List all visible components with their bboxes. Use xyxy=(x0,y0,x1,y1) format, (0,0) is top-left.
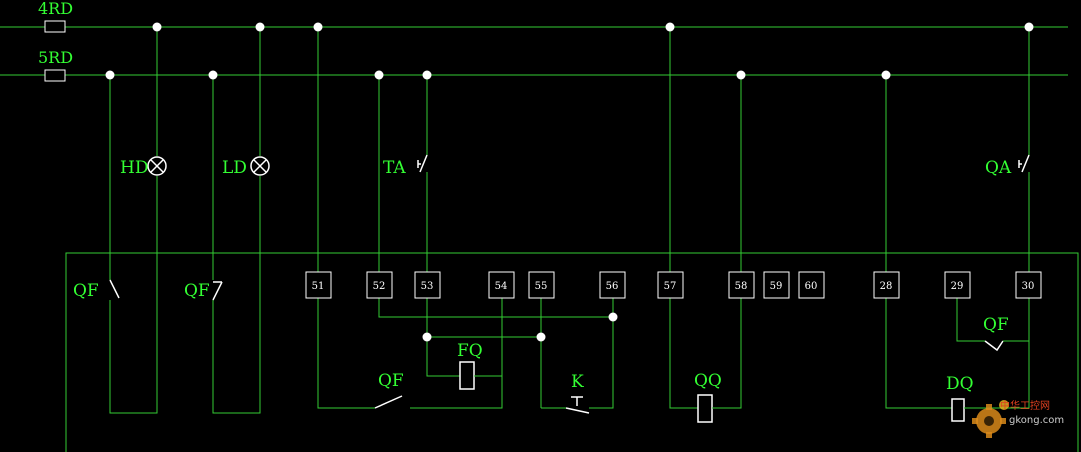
contact-qf-closed-icon xyxy=(212,281,223,301)
terminal-56: 56 xyxy=(599,271,626,299)
terminal-label: 56 xyxy=(606,281,619,292)
fuse-5rd-label: 5RD xyxy=(38,48,73,67)
wire xyxy=(410,298,503,409)
lamp-ld-icon xyxy=(250,156,270,176)
wire xyxy=(426,337,460,377)
wire xyxy=(378,298,614,318)
coil-fq-label: FQ xyxy=(457,341,483,361)
contact-qf-label-4: QF xyxy=(983,315,1009,335)
lamp-hd-label: HD xyxy=(120,158,148,178)
terminal-label: 52 xyxy=(373,281,386,292)
wire xyxy=(317,298,375,409)
junction-dot xyxy=(881,70,891,80)
contact-qf-open-icon xyxy=(109,279,120,299)
lamp-hd-icon xyxy=(147,156,167,176)
junction-dot xyxy=(374,70,384,80)
terminal-29: 29 xyxy=(944,271,971,299)
wire xyxy=(109,176,158,414)
coil-qq-label: QQ xyxy=(694,371,722,391)
terminal-label: 30 xyxy=(1022,281,1035,292)
terminal-label: 55 xyxy=(535,281,548,292)
contact-qf-closed-icon xyxy=(984,340,1004,352)
terminal-label: 51 xyxy=(312,281,325,292)
junction-dot xyxy=(665,22,675,32)
panel-enclosure xyxy=(65,252,1079,452)
wire xyxy=(212,176,261,414)
switch-qa-icon xyxy=(1018,154,1030,173)
watermark-brand: 中华工控网 xyxy=(1000,399,1050,412)
button-k-icon xyxy=(565,396,590,414)
switch-ta-label: TA xyxy=(383,158,406,178)
wire xyxy=(589,298,614,409)
terminal-52: 52 xyxy=(366,271,393,299)
watermark-url: gkong.com xyxy=(1009,415,1064,426)
junction-dot xyxy=(608,312,618,322)
terminal-55: 55 xyxy=(528,271,555,299)
coil-dq-icon xyxy=(951,398,965,422)
fuse-4rd-label: 4RD xyxy=(38,0,73,18)
junction-dot xyxy=(536,332,546,342)
terminal-60: 60 xyxy=(798,271,825,299)
terminal-label: 28 xyxy=(880,281,893,292)
wire xyxy=(956,298,985,342)
junction-dot xyxy=(422,70,432,80)
terminal-label: 53 xyxy=(421,281,434,292)
switch-qa-label: QA xyxy=(985,158,1012,178)
terminal-59: 59 xyxy=(763,271,790,299)
contact-qf-label-2: QF xyxy=(184,281,210,301)
coil-qq-icon xyxy=(697,394,713,423)
terminal-57: 57 xyxy=(657,271,684,299)
wire xyxy=(669,298,698,409)
junction-dot xyxy=(105,70,115,80)
terminal-label: 58 xyxy=(735,281,748,292)
terminal-label: 29 xyxy=(951,281,964,292)
terminal-53: 53 xyxy=(414,271,441,299)
switch-ta-icon xyxy=(417,154,428,173)
junction-dot xyxy=(736,70,746,80)
terminal-label: 60 xyxy=(805,281,818,292)
junction-dot xyxy=(1024,22,1034,32)
terminal-54: 54 xyxy=(488,271,515,299)
junction-dot xyxy=(255,22,265,32)
terminal-58: 58 xyxy=(728,271,755,299)
fuse-5rd xyxy=(44,69,66,82)
watermark-logo: 中华工控网 gkong.com xyxy=(972,399,1064,438)
terminal-28: 28 xyxy=(873,271,900,299)
junction-dot xyxy=(313,22,323,32)
coil-dq-label: DQ xyxy=(946,374,974,394)
wire xyxy=(712,298,742,409)
terminal-label: 54 xyxy=(495,281,508,292)
terminal-label: 57 xyxy=(664,281,677,292)
lamp-ld-label: LD xyxy=(222,158,247,178)
contact-qf-label-3: QF xyxy=(378,371,404,391)
terminal-label: 59 xyxy=(770,281,783,292)
junction-dot xyxy=(208,70,218,80)
junction-dot xyxy=(422,332,432,342)
fuse-4rd xyxy=(44,20,66,33)
gear-icon xyxy=(972,400,1009,438)
junction-dot xyxy=(152,22,162,32)
coil-fq-icon xyxy=(459,361,475,390)
button-k-label: K xyxy=(571,372,584,392)
terminal-51: 51 xyxy=(305,271,332,299)
contact-qf-open-icon xyxy=(374,395,403,409)
terminal-30: 30 xyxy=(1015,271,1042,299)
wire xyxy=(885,298,952,409)
contact-qf-label-1: QF xyxy=(73,281,99,301)
